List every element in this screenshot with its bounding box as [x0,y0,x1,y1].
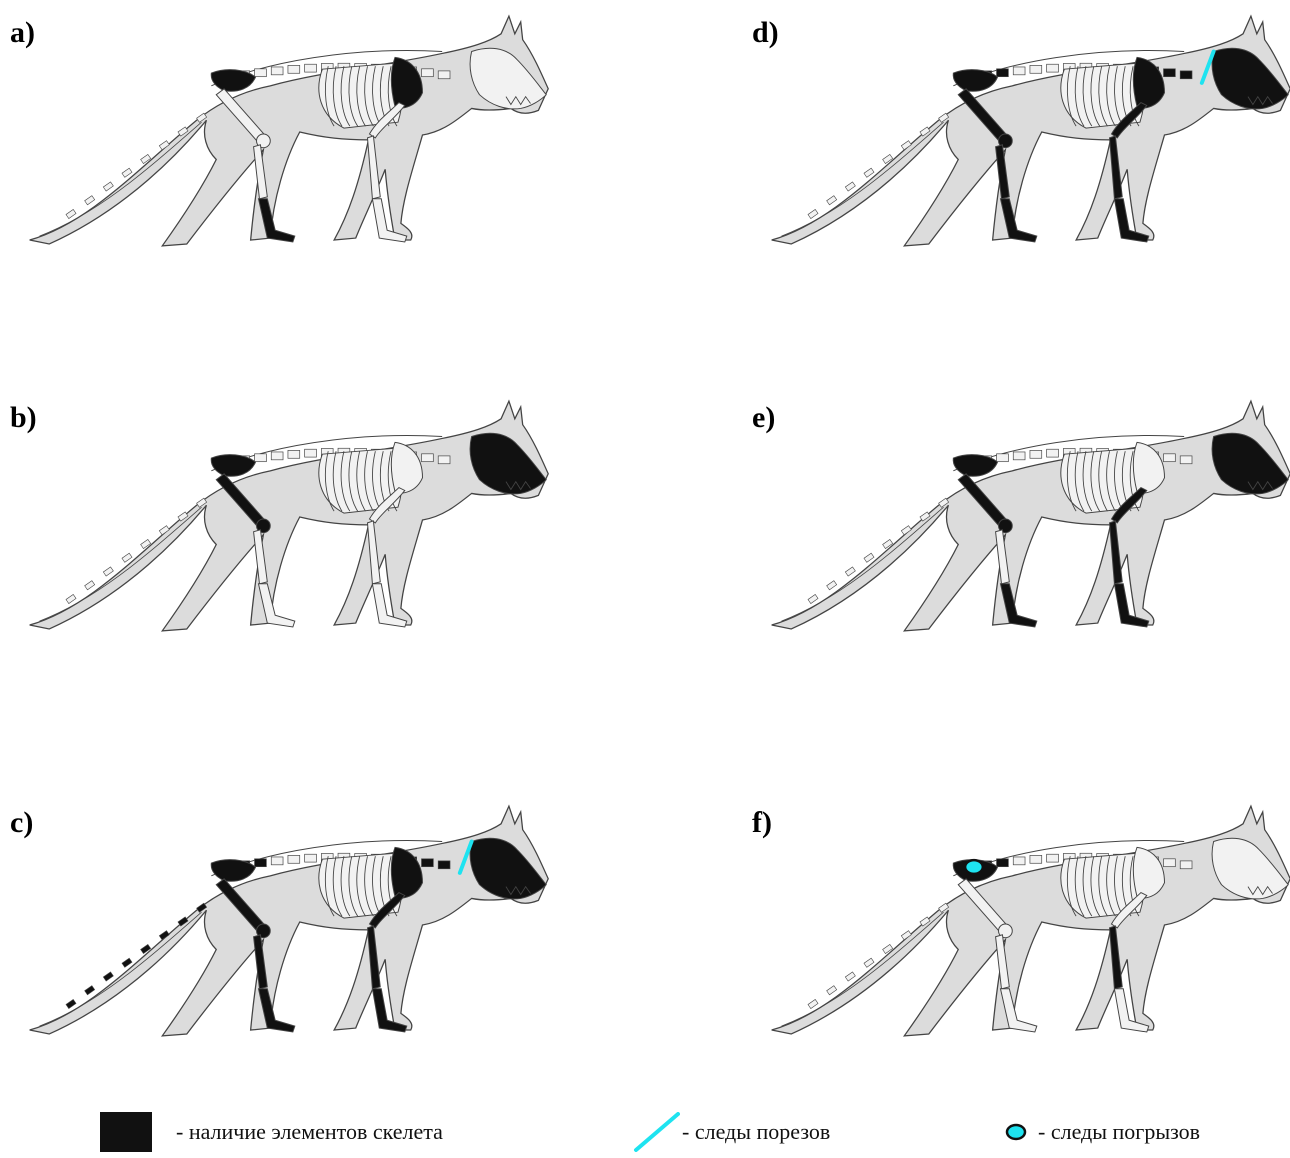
tail-vertebra [845,972,855,981]
vertebra [997,69,1009,77]
legend: - наличие элементов скелета - следы поре… [0,1118,1290,1158]
vertebra [422,859,434,867]
tail-vertebra [122,553,132,562]
vertebra [1180,861,1192,869]
tail-vertebra [808,999,818,1008]
vertebra [997,859,1009,867]
pelvis [953,455,997,477]
legend-presence-text: - наличие элементов скелета [176,1119,443,1145]
vertebra [305,854,317,862]
tail-vertebra [66,209,76,218]
gnaw-mark [965,860,983,874]
vertebra [271,857,283,865]
panel-c: c) [10,800,570,1050]
vertebra [1164,69,1176,77]
vertebra [1013,452,1025,460]
vertebra [1047,64,1059,72]
pelvis [211,860,255,882]
panel-f: f) [752,800,1290,1050]
vertebra [288,855,300,863]
tail-vertebra [85,986,95,995]
animal-skeleton-diagram [752,800,1290,1045]
legend-gnaw-text: - следы погрызов [1038,1119,1200,1145]
vertebra [255,454,267,462]
pelvis [211,455,255,477]
vertebra [438,71,450,79]
tail-vertebra [103,972,113,981]
tail-vertebra [827,581,837,590]
body-silhouette [772,401,1290,631]
vertebra [422,454,434,462]
tail-vertebra [66,594,76,603]
vertebra [1180,71,1192,79]
vertebra [1047,854,1059,862]
vertebra [438,861,450,869]
vertebra [1030,450,1042,458]
tail-vertebra [808,209,818,218]
vertebra [305,64,317,72]
panel-e: e) [752,395,1290,645]
vertebra [422,69,434,77]
tail-vertebra [845,182,855,191]
vertebra [271,452,283,460]
gnaw-mark-icon [1004,1112,1034,1152]
vertebra [1030,65,1042,73]
animal-skeleton-diagram [752,395,1290,640]
panel-d: d) [752,10,1290,260]
tail-vertebra [864,958,874,967]
vertebra [255,69,267,77]
body-silhouette [30,16,549,246]
panel-b: b) [10,395,570,645]
tail-vertebra [66,999,76,1008]
animal-skeleton-diagram [10,10,560,255]
legend-gnaw: - следы погрызов [1004,1112,1200,1152]
tail-vertebra [864,168,874,177]
tail-vertebra [808,594,818,603]
body-silhouette [30,401,549,631]
vertebra [288,450,300,458]
vertebra [1013,857,1025,865]
tail-vertebra [85,196,95,205]
animal-skeleton-diagram [10,395,560,640]
vertebra [438,456,450,464]
tail-vertebra [103,182,113,191]
vertebra [1164,454,1176,462]
vertebra [305,449,317,457]
tail-vertebra [122,168,132,177]
vertebra [1030,855,1042,863]
vertebra [1013,67,1025,75]
tail-vertebra [827,196,837,205]
panel-a: a) [10,10,570,260]
vertebra [1180,456,1192,464]
body-silhouette [772,806,1290,1036]
vertebra [997,454,1009,462]
tail-vertebra [103,567,113,576]
tail-vertebra [864,553,874,562]
animal-skeleton-diagram [10,800,560,1045]
vertebra [255,859,267,867]
tail-vertebra [845,567,855,576]
vertebra [288,65,300,73]
tail-vertebra [827,986,837,995]
vertebra [271,67,283,75]
tail-vertebra [122,958,132,967]
animal-skeleton-diagram [752,10,1290,255]
vertebra [1047,449,1059,457]
legend-cut: - следы порезов [632,1112,830,1152]
vertebra [1164,859,1176,867]
presence-swatch [100,1112,152,1152]
cut-mark-icon [632,1112,680,1152]
tail-vertebra [85,581,95,590]
legend-presence: - наличие элементов скелета [100,1112,443,1152]
pelvis [953,70,997,92]
pelvis [211,70,255,92]
legend-cut-text: - следы порезов [682,1119,830,1145]
